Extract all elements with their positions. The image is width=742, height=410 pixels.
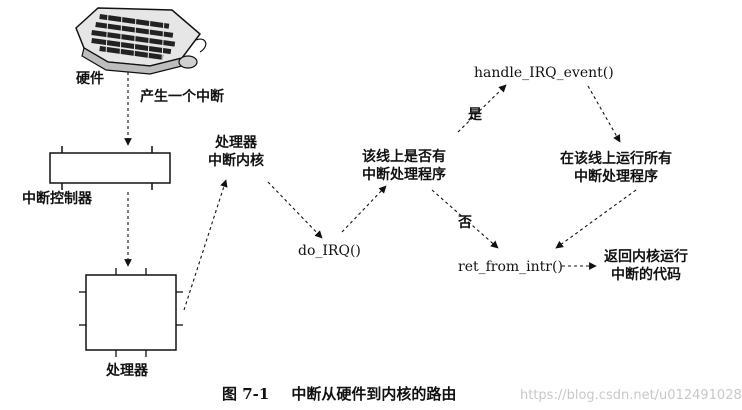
label-run-all-handlers: 在该线上运行所有 中断处理程序 <box>548 150 684 186</box>
arrow-runall-to-ret <box>555 189 637 249</box>
label-do-irq: do_IRQ() <box>298 243 361 259</box>
label-has-handler-line2: 中断处理程序 <box>362 167 446 183</box>
processor-chip-pins <box>79 268 183 357</box>
arrow-doirq-to-check <box>341 185 387 233</box>
label-yes: 是 <box>468 107 482 123</box>
keyboard-icon <box>75 7 207 75</box>
arrow-kernel-to-doirq <box>267 181 323 239</box>
label-has-handler-line1: 该线上是否有 <box>362 149 446 165</box>
arrow-processor-to-kernel <box>183 179 228 311</box>
label-return-to-kernel: 返回内核运行 中断的代码 <box>598 248 694 284</box>
arrow-yes-to-handle <box>457 84 507 133</box>
label-return-line2: 中断的代码 <box>611 267 681 283</box>
label-processor-interrupt-kernel-line1: 处理器 <box>215 135 257 151</box>
label-processor-interrupt-kernel-line2: 中断内核 <box>208 153 264 169</box>
label-run-all-line2: 中断处理程序 <box>574 169 658 185</box>
label-processor: 处理器 <box>106 363 148 379</box>
arrow-no-to-ret <box>431 189 499 249</box>
watermark-text: https://blog.csdn.net/u012491028 <box>520 388 742 403</box>
figure-caption: 图 7-1 中断从硬件到内核的路由 <box>222 385 456 403</box>
label-processor-interrupt-kernel: 处理器 中断内核 <box>204 134 268 170</box>
arrow-handle-to-runall <box>587 85 621 143</box>
processor-chip <box>85 274 177 351</box>
label-generate-interrupt: 产生一个中断 <box>140 89 224 105</box>
label-run-all-line1: 在该线上运行所有 <box>560 151 672 167</box>
label-handle-irq-event: handle_IRQ_event() <box>474 65 614 81</box>
label-ret-from-intr: ret_from_intr() <box>458 259 563 275</box>
interrupt-controller-box <box>49 152 171 184</box>
label-no: 否 <box>458 215 472 231</box>
label-hardware: 硬件 <box>76 71 104 87</box>
label-has-handler: 该线上是否有 中断处理程序 <box>352 148 456 184</box>
label-interrupt-controller: 中断控制器 <box>22 191 92 207</box>
label-return-line1: 返回内核运行 <box>604 249 688 265</box>
figure-caption-number: 图 7-1 <box>222 385 270 403</box>
interrupt-controller-pins <box>61 146 153 190</box>
figure-caption-title: 中断从硬件到内核的路由 <box>291 385 457 403</box>
